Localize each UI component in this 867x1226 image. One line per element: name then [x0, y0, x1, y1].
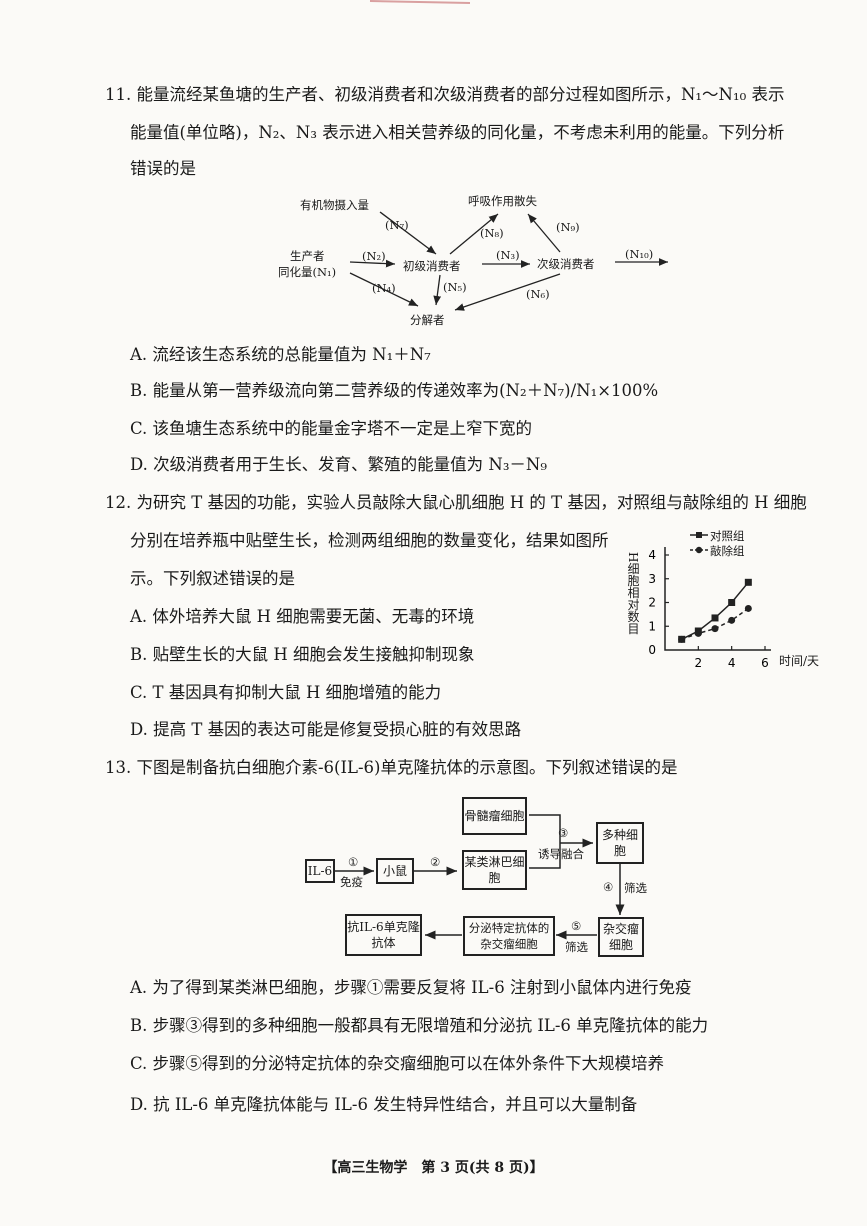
fusion-bracket — [529, 814, 561, 869]
label-respiration: 呼吸作用散失 — [468, 194, 537, 208]
q13-option-c: C. 步骤⑤得到的分泌特定抗体的杂交瘤细胞可以在体外条件下大规模培养 — [130, 1054, 665, 1073]
box-multi-cells: 多种细胞 — [596, 822, 644, 864]
q13-stem: 13. 下图是制备抗白细胞介素-6(IL-6)单克隆抗体的示意图。下列叙述错误的… — [105, 758, 678, 777]
chart-ylabel: H细胞相对数目 — [626, 552, 640, 635]
q11-stem-line2: 能量值(单位略)，N₂、N₃ 表示进入相关营养级的同化量，不考虑未利用的能量。下… — [130, 123, 785, 142]
step4-mark: ④ — [603, 880, 614, 894]
data-point-control — [728, 599, 736, 606]
q13-option-b: B. 步骤③得到的多种细胞一般都具有无限增殖和分泌抗 IL-6 单克隆抗体的能力 — [130, 1016, 709, 1035]
arrow-secondary-to-respiration — [527, 213, 561, 253]
data-point-knockout — [711, 625, 719, 633]
step4-label: 筛选 — [624, 881, 647, 895]
q12-stem-line3: 示。下列叙述错误的是 — [130, 569, 295, 588]
label-producer: 生产者 — [290, 249, 325, 263]
q13-option-d: D. 抗 IL-6 单克隆抗体能与 IL-6 发生特异性结合，并且可以大量制备 — [130, 1095, 638, 1114]
step1-label: 免疫 — [340, 875, 363, 889]
top-edge-mark — [0, 0, 867, 6]
q11-stem-line3: 错误的是 — [130, 159, 196, 178]
q11-option-d: D. 次级消费者用于生长、发育、繁殖的能量值为 N₃－N₉ — [130, 455, 547, 474]
q12-stem-line2: 分别在培养瓶中贴壁生长，检测两组细胞的数量变化，结果如图所 — [130, 531, 609, 550]
label-secondary-consumer: 次级消费者 — [537, 257, 595, 271]
arrow-primary-to-respiration — [449, 213, 499, 255]
data-point-knockout — [694, 629, 702, 637]
q12-option-b: B. 贴壁生长的大鼠 H 细胞会发生接触抑制现象 — [130, 645, 475, 664]
y-tick-label: 0 — [648, 643, 656, 657]
q12-option-a: A. 体外培养大鼠 H 细胞需要无菌、无毒的环境 — [130, 607, 475, 626]
box-lymph: 某类淋巴细胞 — [462, 850, 527, 890]
label-n2: (N₂) — [362, 249, 386, 263]
data-point-knockout — [678, 635, 686, 643]
y-tick-label: 1 — [648, 619, 656, 633]
label-n10: (N₁₀) — [625, 247, 654, 261]
arrow-producer-to-primary — [349, 259, 396, 268]
q12-option-d: D. 提高 T 基因的表达可能是修复受损心脏的有效思路 — [130, 720, 522, 739]
q13-option-a: A. 为了得到某类淋巴细胞，步骤①需要反复将 IL-6 注射到小鼠体内进行免疫 — [130, 978, 692, 997]
label-n3: (N₃) — [496, 248, 520, 262]
step3-mark: ③ — [558, 826, 569, 840]
legend-control: 对照组 — [710, 529, 745, 543]
page-footer: 【高三生物学 第 3 页(共 8 页)】 — [323, 1160, 544, 1176]
arrow-secondary-to-decomposer — [454, 273, 561, 311]
legend-knockout: 敲除组 — [710, 544, 745, 558]
step2-mark: ② — [430, 855, 441, 869]
y-tick-label: 3 — [648, 572, 656, 586]
label-organic-intake: 有机物摄入量 — [300, 198, 369, 212]
chart-xlabel: 时间/天 — [779, 654, 820, 668]
x-tick-label: 2 — [695, 656, 703, 670]
arrow-organic-to-primary — [379, 211, 437, 255]
q12-option-c: C. T 基因具有抑制大鼠 H 细胞增殖的能力 — [130, 683, 442, 702]
legend-marker-knockout — [695, 546, 703, 554]
step1-mark: ① — [348, 855, 359, 869]
q12-stem-line1: 12. 为研究 T 基因的功能，实验人员敲除大鼠心肌细胞 H 的 T 基因，对照… — [105, 493, 807, 512]
legend-marker-control — [696, 532, 702, 538]
box-antibody: 抗IL-6单克隆抗体 — [345, 914, 422, 956]
label-n8: (N₈) — [480, 226, 504, 240]
y-tick-label: 4 — [648, 548, 656, 562]
arrow-producer-to-decomposer — [349, 272, 419, 307]
step3-label: 诱导融合 — [538, 847, 584, 861]
label-n4: (N₄) — [372, 281, 396, 295]
arrow-primary-to-decomposer — [433, 274, 442, 306]
q11-stem-line1: 11. 能量流经某鱼塘的生产者、初级消费者和次级消费者的部分过程如图所示，N₁～… — [105, 85, 785, 104]
x-tick-label: 6 — [761, 656, 769, 670]
y-tick-label: 2 — [648, 596, 656, 610]
label-n6: (N₆) — [526, 287, 550, 301]
data-point-control — [711, 614, 719, 622]
label-n7: (N₇) — [385, 218, 409, 232]
x-tick-label: 4 — [728, 656, 736, 670]
data-point-knockout — [744, 604, 752, 612]
step5-label: 筛选 — [565, 940, 588, 954]
box-mouse: 小鼠 — [376, 858, 414, 884]
box-specific-hybridoma: 分泌特定抗体的杂交瘤细胞 — [463, 916, 555, 956]
data-point-control — [744, 578, 752, 586]
box-il6: IL-6 — [305, 859, 335, 883]
box-myeloma: 骨髓瘤细胞 — [462, 797, 527, 835]
label-n9: (N₉) — [556, 220, 580, 234]
label-n5: (N₅) — [443, 280, 467, 294]
label-decomposer: 分解者 — [410, 313, 445, 327]
label-producer-n1: 同化量(N₁) — [278, 265, 337, 279]
data-point-knockout — [728, 616, 736, 624]
box-hybridoma: 杂交瘤细胞 — [598, 917, 644, 957]
chart-axis-lines — [664, 547, 771, 651]
step5-mark: ⑤ — [571, 919, 582, 933]
q11-option-b: B. 能量从第一营养级流向第二营养级的传递效率为(N₂＋N₇)/N₁×100% — [130, 381, 659, 400]
q11-option-a: A. 流经该生态系统的总能量值为 N₁＋N₇ — [130, 345, 431, 364]
label-primary-consumer: 初级消费者 — [403, 259, 461, 273]
q11-option-c: C. 该鱼塘生态系统中的能量金字塔不一定是上窄下宽的 — [130, 419, 533, 438]
